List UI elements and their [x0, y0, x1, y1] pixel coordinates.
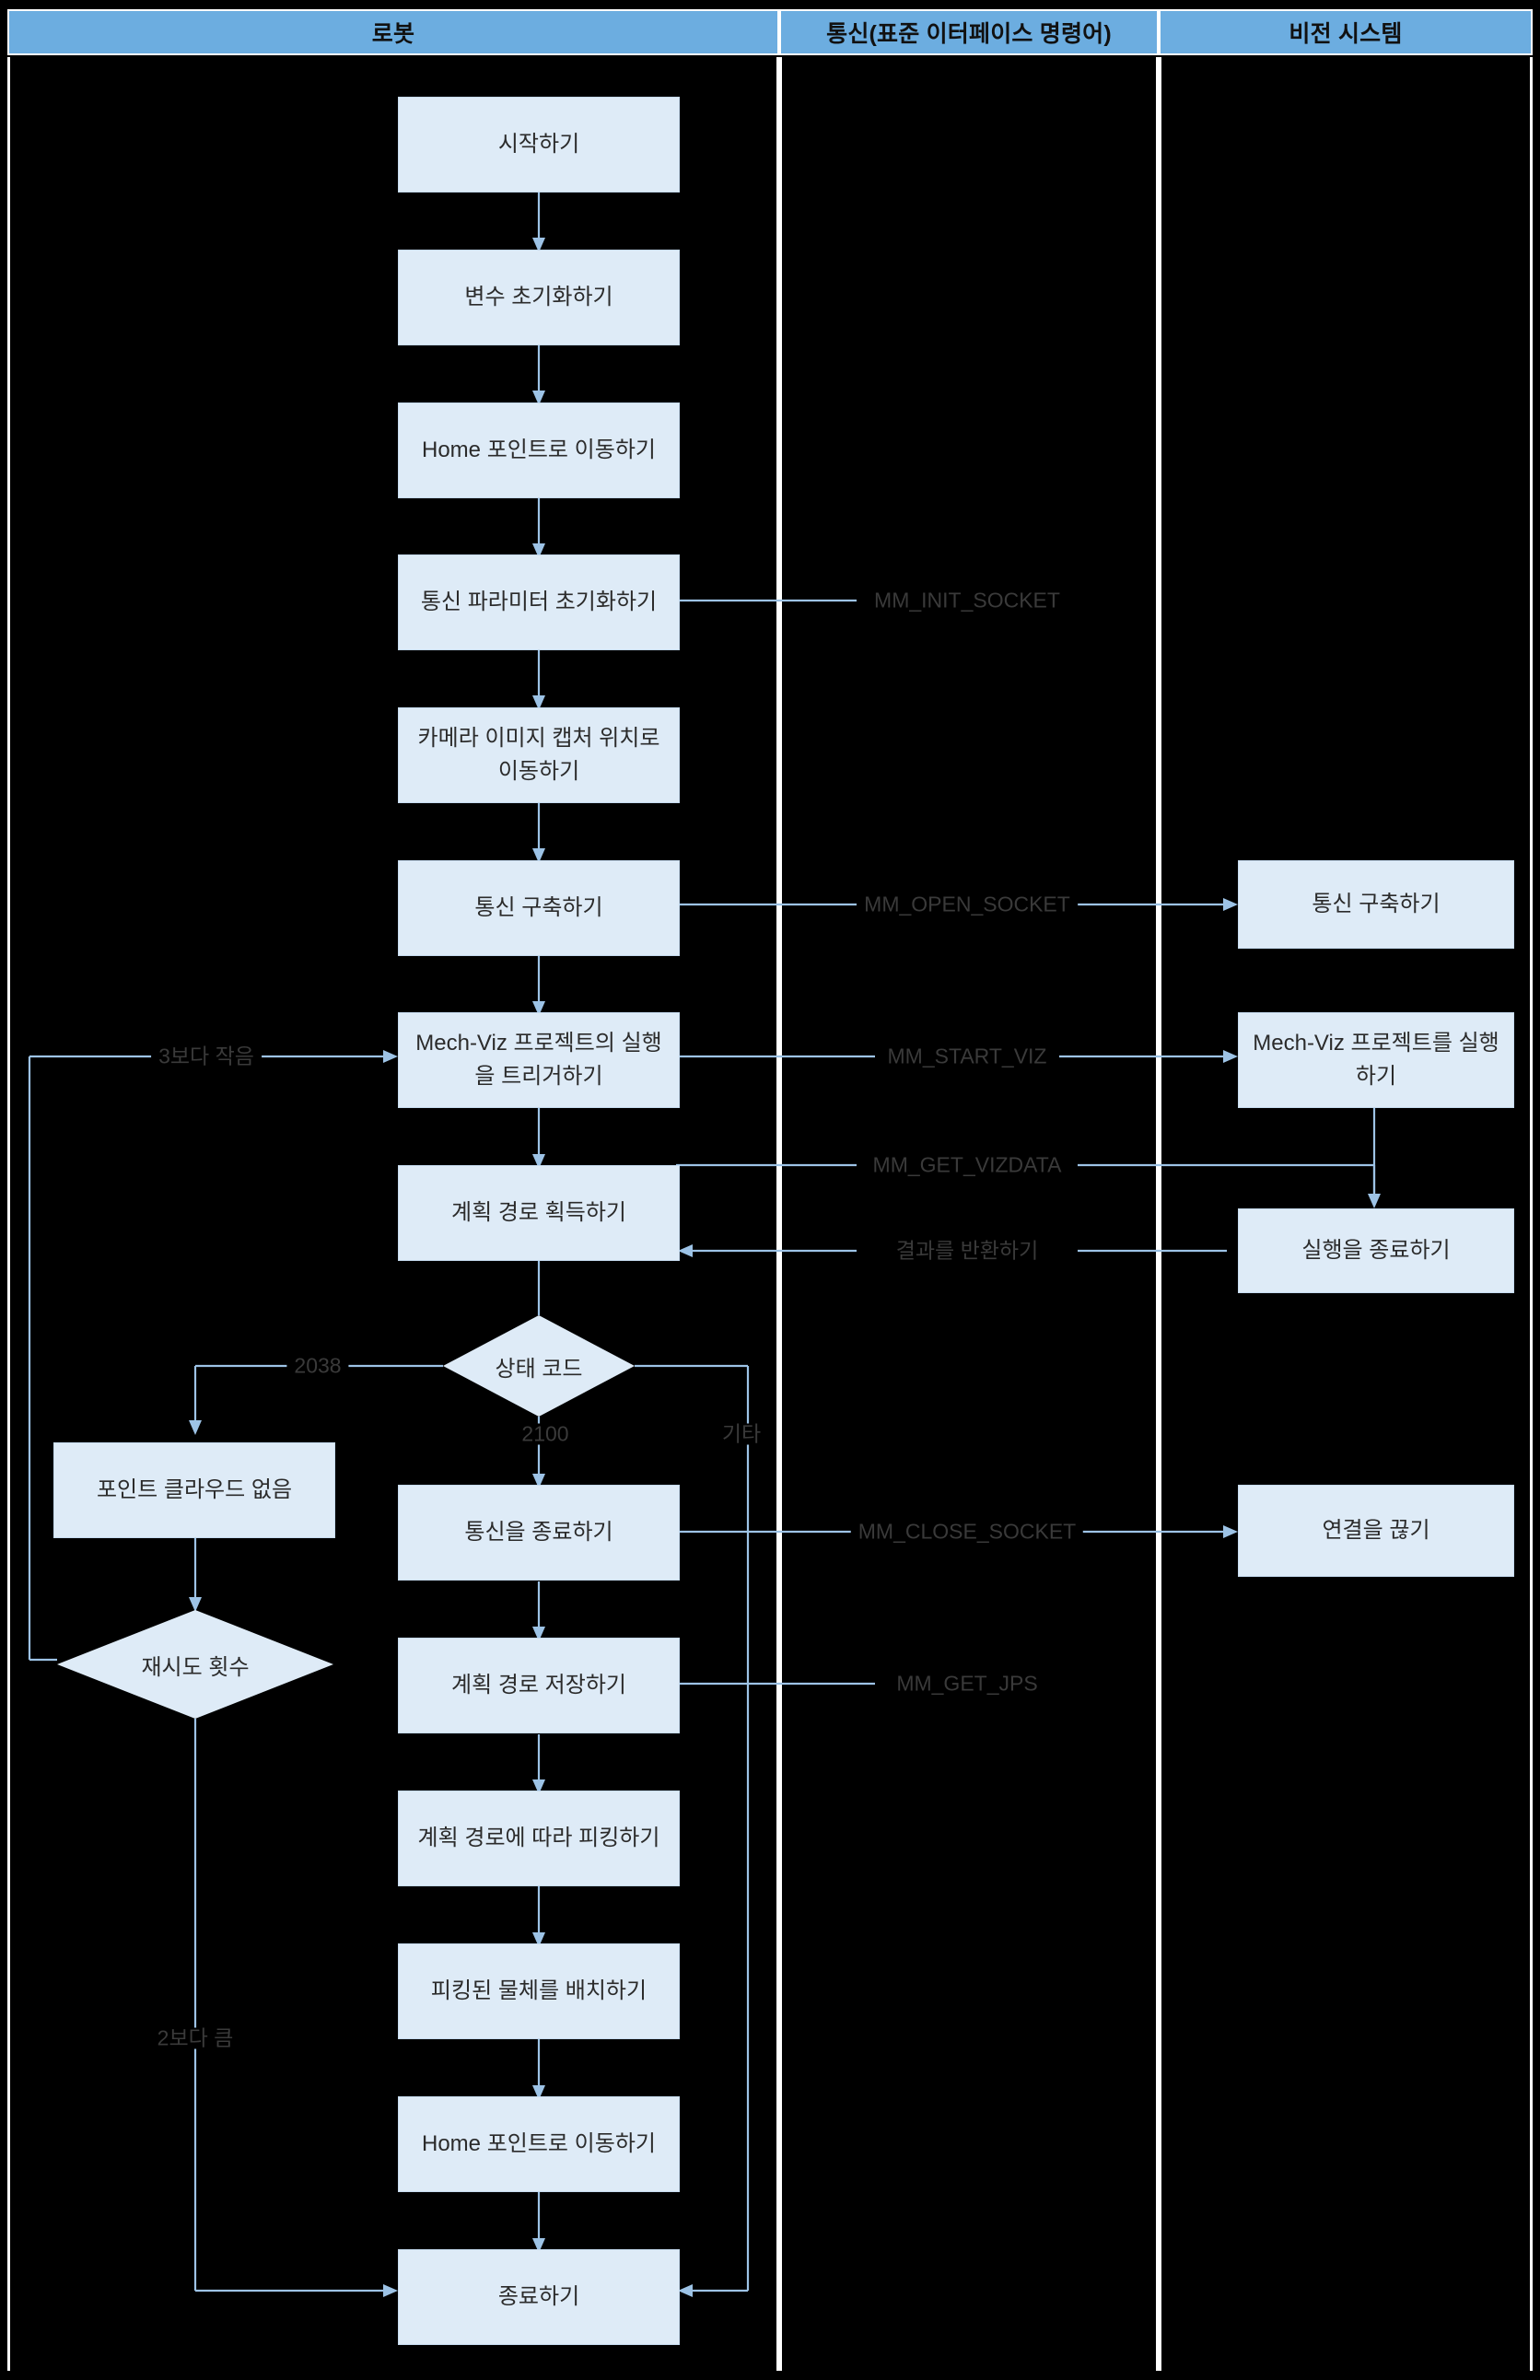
node-end-label: 종료하기 — [497, 2284, 580, 2309]
lane-body-vision — [1159, 57, 1533, 2371]
decision-retry-count-label: 재시도 횟수 — [141, 1654, 250, 1680]
node-vision-open-comm[interactable]: 통신 구축하기 — [1238, 860, 1514, 949]
branch-label-code-2038-text: 2038 — [294, 1353, 342, 1378]
node-get-path[interactable]: 계획 경로 획득하기 — [398, 1165, 680, 1261]
comm-label-mm-open-socket-text: MM_OPEN_SOCKET — [864, 892, 1070, 916]
branch-label-other-text: 기타 — [721, 1421, 762, 1446]
node-vision-run-viz-label: Mech-Viz 프로젝트를 실행하기 — [1253, 1031, 1499, 1089]
comm-label-mm-start-viz: MM_START_VIZ — [880, 1044, 1055, 1068]
branch-label-code-2038: 2038 — [286, 1353, 349, 1378]
lane-header-comm: 통신(표준 이터페이스 명령어) — [779, 9, 1159, 55]
node-no-point-cloud-label: 포인트 클라우드 없음 — [96, 1477, 293, 1502]
branch-label-less-than-3-text: 3보다 작음 — [158, 1044, 254, 1068]
node-close-comm[interactable]: 통신을 종료하기 — [398, 1485, 680, 1581]
node-move-home-2-label: Home 포인트로 이동하기 — [422, 2131, 656, 2156]
lane-header-robot-label: 로봇 — [371, 21, 415, 47]
branch-label-other: 기타 — [714, 1421, 769, 1446]
comm-label-mm-start-viz-text: MM_START_VIZ — [887, 1044, 1047, 1068]
node-trigger-viz-label: Mech-Viz 프로젝트의 실행을 트리거하기 — [415, 1031, 662, 1089]
node-save-path[interactable]: 계획 경로 저장하기 — [398, 1638, 680, 1733]
comm-label-mm-close-socket: MM_CLOSE_SOCKET — [850, 1519, 1084, 1544]
node-start-label: 시작하기 — [497, 132, 580, 157]
comm-label-mm-get-vizdata-text: MM_GET_VIZDATA — [872, 1152, 1062, 1177]
comm-label-mm-open-socket: MM_OPEN_SOCKET — [857, 892, 1078, 916]
node-move-home-1[interactable]: Home 포인트로 이동하기 — [398, 402, 680, 498]
comm-label-mm-init-socket: MM_INIT_SOCKET — [867, 588, 1068, 612]
branch-label-greater-than-2: 2보다 큼 — [149, 2025, 241, 2050]
comm-label-mm-get-jps: MM_GET_JPS — [889, 1671, 1045, 1696]
node-open-comm-label: 통신 구축하기 — [474, 895, 603, 920]
branch-label-less-than-3: 3보다 작음 — [151, 1044, 262, 1068]
lane-header-vision: 비전 시스템 — [1159, 9, 1533, 55]
node-vision-end-run[interactable]: 실행을 종료하기 — [1238, 1208, 1514, 1293]
lane-body-robot — [7, 57, 779, 2371]
node-pick-along-path-label: 계획 경로에 따라 피킹하기 — [417, 1826, 660, 1850]
node-vision-disconnect[interactable]: 연결을 끊기 — [1238, 1485, 1514, 1577]
node-save-path-label: 계획 경로 저장하기 — [451, 1673, 626, 1698]
node-init-var[interactable]: 변수 초기화하기 — [398, 250, 680, 345]
decision-retry-count[interactable]: 재시도 횟수 — [57, 1610, 333, 1719]
branch-label-code-2100: 2100 — [514, 1421, 577, 1446]
node-vision-open-comm-label: 통신 구축하기 — [1312, 892, 1441, 916]
comm-label-mm-init-socket-text: MM_INIT_SOCKET — [874, 588, 1060, 612]
comm-label-return-result: 결과를 반환하기 — [888, 1238, 1046, 1263]
comm-label-mm-close-socket-text: MM_CLOSE_SOCKET — [858, 1519, 1077, 1544]
comm-label-mm-get-vizdata: MM_GET_VIZDATA — [865, 1152, 1069, 1177]
node-move-capture-label: 카메라 이미지 캡처 위치로 이동하기 — [417, 726, 660, 784]
node-vision-end-run-label: 실행을 종료하기 — [1301, 1238, 1451, 1263]
lane-header-comm-label: 통신(표준 이터페이스 명령어) — [826, 21, 1112, 47]
node-trigger-viz[interactable]: Mech-Viz 프로젝트의 실행을 트리거하기 — [398, 1012, 680, 1108]
node-close-comm-label: 통신을 종료하기 — [464, 1520, 613, 1545]
lane-header-vision-label: 비전 시스템 — [1289, 21, 1403, 47]
branch-label-code-2100-text: 2100 — [521, 1421, 569, 1446]
node-move-home-1-label: Home 포인트로 이동하기 — [422, 438, 656, 462]
node-vision-run-viz[interactable]: Mech-Viz 프로젝트를 실행하기 — [1238, 1012, 1514, 1108]
node-get-path-label: 계획 경로 획득하기 — [451, 1200, 626, 1225]
node-move-capture[interactable]: 카메라 이미지 캡처 위치로 이동하기 — [398, 707, 680, 803]
node-init-comm-param-label: 통신 파라미터 초기화하기 — [420, 589, 658, 614]
node-move-home-2[interactable]: Home 포인트로 이동하기 — [398, 2096, 680, 2192]
node-no-point-cloud[interactable]: 포인트 클라우드 없음 — [53, 1442, 335, 1538]
comm-label-return-result-text: 결과를 반환하기 — [895, 1238, 1039, 1263]
lane-body-comm — [779, 57, 1159, 2371]
node-init-comm-param[interactable]: 통신 파라미터 초기화하기 — [398, 554, 680, 650]
node-init-var-label: 변수 초기화하기 — [464, 285, 613, 309]
node-place-object-label: 피킹된 물체를 배치하기 — [430, 1978, 648, 2003]
node-open-comm[interactable]: 통신 구축하기 — [398, 860, 680, 956]
node-place-object[interactable]: 피킹된 물체를 배치하기 — [398, 1943, 680, 2039]
node-start[interactable]: 시작하기 — [398, 97, 680, 192]
node-pick-along-path[interactable]: 계획 경로에 따라 피킹하기 — [398, 1791, 680, 1886]
decision-status-code[interactable]: 상태 코드 — [443, 1315, 635, 1417]
node-vision-disconnect-label: 연결을 끊기 — [1322, 1518, 1430, 1543]
node-end[interactable]: 종료하기 — [398, 2249, 680, 2345]
decision-status-code-label: 상태 코드 — [495, 1356, 583, 1382]
branch-label-greater-than-2-text: 2보다 큼 — [157, 2025, 234, 2050]
comm-label-mm-get-jps-text: MM_GET_JPS — [896, 1671, 1038, 1696]
lane-header-robot: 로봇 — [7, 9, 779, 55]
